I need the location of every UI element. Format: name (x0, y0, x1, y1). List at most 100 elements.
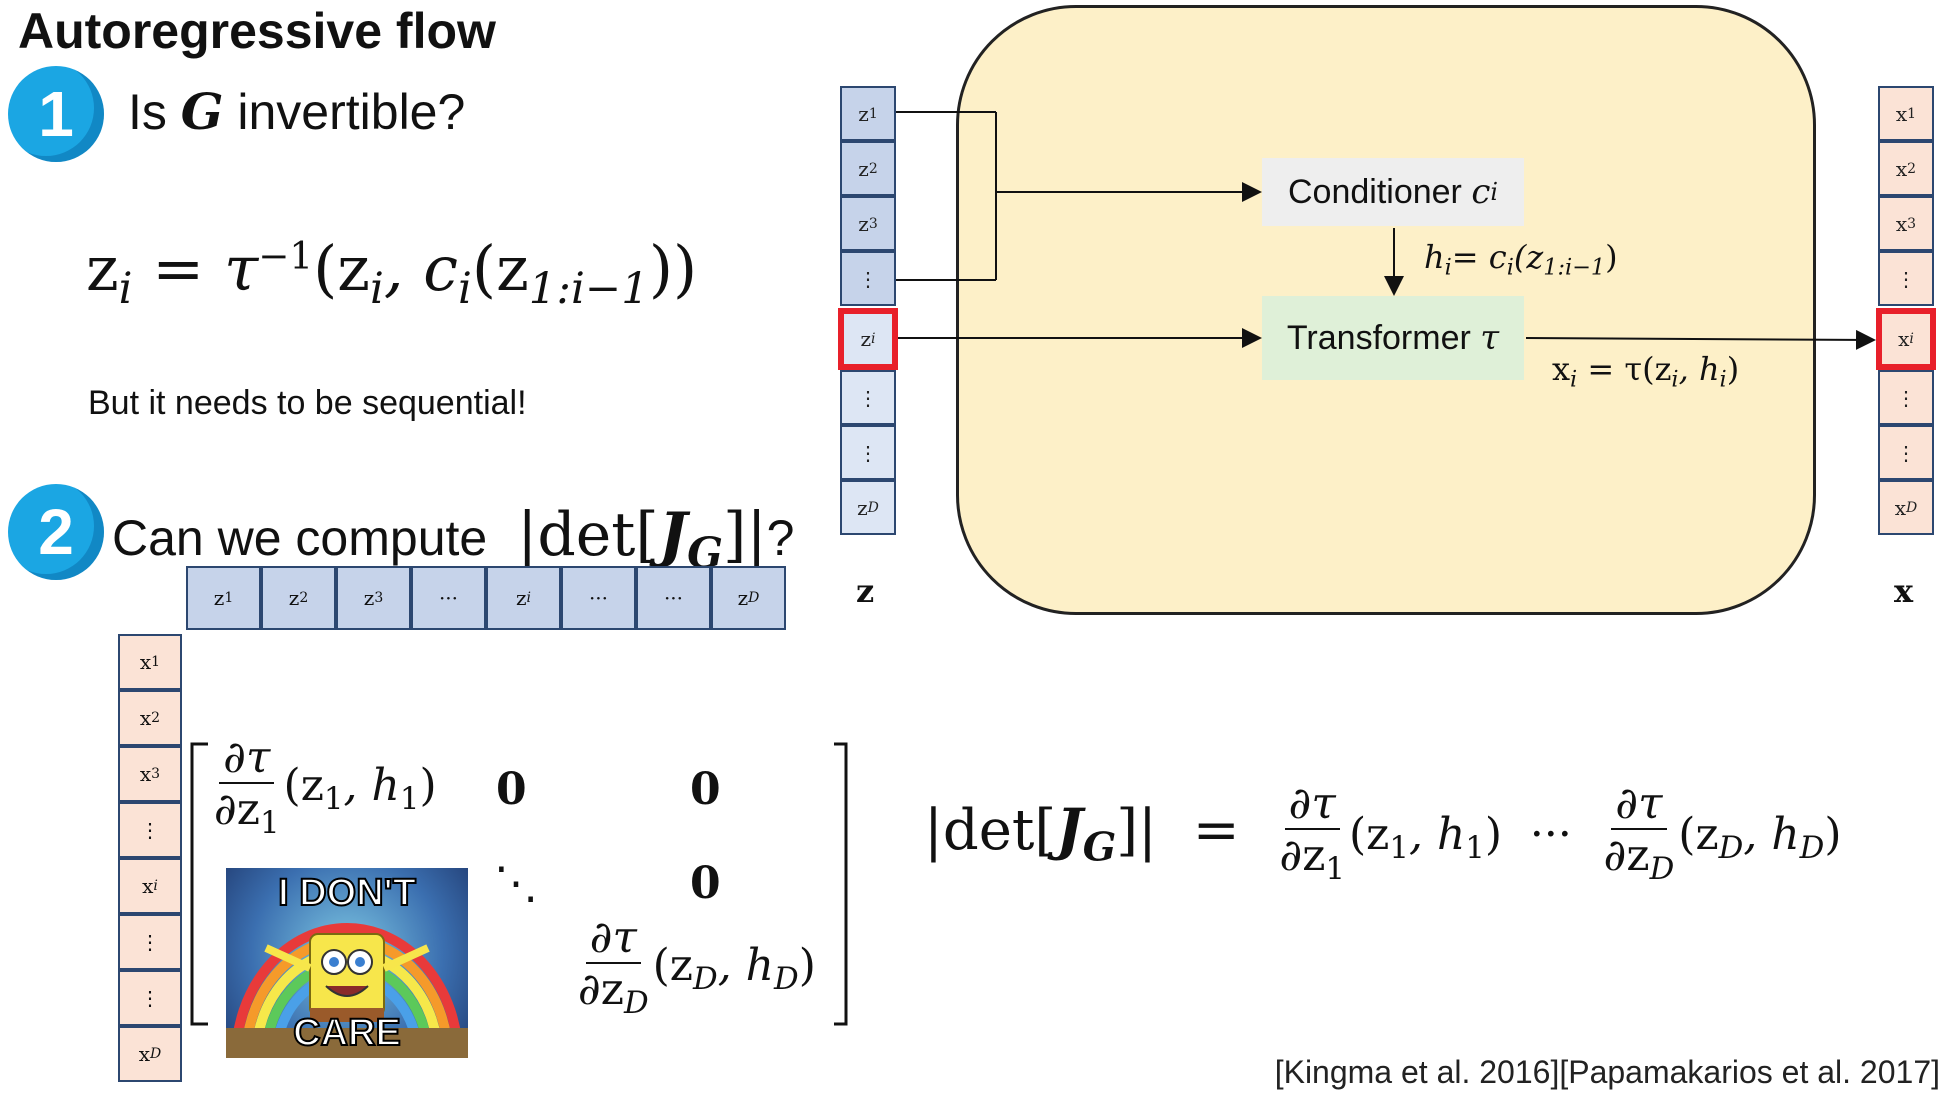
det-term-2-den: ∂zD (1600, 830, 1679, 888)
z-cell-dots-3: ⋮ (840, 425, 896, 480)
header-cell-dots-2: ··· (561, 566, 636, 630)
h-eq-c: = c (1451, 238, 1507, 276)
citation: [Kingma et al. 2016][Papamakarios et al.… (1274, 1054, 1940, 1090)
entry-11-h-sub: 1 (399, 781, 420, 818)
meme-ground (226, 1028, 468, 1058)
entry-11-arg: (z (283, 759, 324, 811)
x-cell-3-sub: 3 (1907, 215, 1917, 232)
x-cell-i-sub: i (1909, 331, 1914, 347)
meme-illustration (226, 923, 468, 1058)
det-term-1-arg: (z (1349, 808, 1390, 860)
det-term-2-close: ) (1824, 808, 1842, 860)
meme-bottom-text: CARE (292, 1011, 402, 1055)
entry-11-den-text: ∂z (214, 784, 260, 836)
x-cell-dots-1: ⋮ (1878, 251, 1934, 306)
question-2-text: Can we compute (112, 510, 488, 566)
z-cell-3-sub: 3 (868, 215, 878, 232)
row-xD-label: x (138, 1042, 151, 1066)
x-cell-i-label: x (1898, 327, 1910, 351)
formula-lhs: z (86, 232, 119, 305)
formula-c: , c (383, 232, 458, 305)
transformer-var: τ (1480, 318, 1500, 358)
det-term-2-num: ∂τ (1611, 779, 1667, 831)
row-x3-label: x (139, 762, 152, 786)
x-label: x (1894, 572, 1914, 610)
row-x1-sub: 1 (151, 654, 161, 670)
det-term-2-arg: (z (1678, 808, 1719, 860)
matrix-left-bracket (190, 742, 208, 1026)
x-eq-x-sub: i (1570, 366, 1578, 393)
formula-args: (z (313, 232, 370, 305)
entry-DD-h: , h (717, 939, 775, 991)
header-zD-sub: D (748, 590, 760, 606)
row-x2-sub: 2 (151, 710, 161, 726)
z-cell-dots-1: ⋮ (840, 251, 896, 306)
matrix-entry-11: ∂τ∂z1(z1, h1) (210, 733, 437, 843)
det-term-1-num: ∂τ (1284, 779, 1340, 831)
row-dots-3-label: ⋮ (140, 986, 160, 1010)
det-term-1-h: , h (1408, 808, 1466, 860)
row-cell-dots-1: ⋮ (118, 802, 182, 858)
formula-lhs-sub: i (118, 264, 133, 315)
formula-eq: = (152, 232, 205, 305)
sponge-arm-left (264, 944, 312, 972)
det-formula-open: |det[ (924, 797, 1057, 863)
h-equation: hi= ci(z1:i−1) (1424, 238, 1618, 281)
header-zi-label: z (515, 586, 527, 610)
question-2: Can we compute |det[JG]|? (112, 500, 794, 578)
z-cell-dots-3-label: ⋮ (858, 440, 878, 465)
transformer-label: Transformer (1286, 318, 1471, 357)
entry-11-h: , h (343, 759, 400, 811)
det-term-2-fraction: ∂τ∂zD (1600, 779, 1679, 889)
row-x3-sub: 3 (151, 766, 161, 782)
matrix-zero-13: 0 (690, 764, 721, 815)
z-cell-D-sub: D (867, 499, 879, 516)
row-cell-dots-2: ⋮ (118, 914, 182, 970)
det-term-2-den-text: ∂z (1603, 830, 1650, 882)
rainbow-red (231, 923, 463, 1058)
question-2-mark: ? (766, 510, 795, 566)
question-1-prefix: Is (128, 84, 181, 140)
header-cell-dots-3: ··· (636, 566, 711, 630)
det-close: ]| (723, 500, 767, 570)
matrix-zero-23: 0 (690, 858, 721, 909)
det-term-1-den-sub: 1 (1325, 851, 1345, 888)
header-dots-3-label: ··· (663, 586, 684, 610)
h-eq-h: h (1424, 238, 1445, 276)
header-dots-2-label: ··· (588, 586, 609, 610)
det-term-1-den-text: ∂z (1279, 830, 1326, 882)
det-term-1-close: ) (1484, 808, 1503, 860)
meme-top-text: I DON'T (277, 871, 417, 915)
z-cell-i-sub: i (871, 331, 876, 347)
question-2-det: |det[JG]| (517, 500, 767, 578)
det-formula-J-sub: G (1082, 824, 1117, 871)
x-cell-dots-1-label: ⋮ (1896, 266, 1916, 291)
z-cell-i-label: z (860, 327, 872, 351)
z-cell-dots-2-label: ⋮ (858, 385, 878, 410)
sponge-mouth (325, 985, 369, 997)
x-eq-z-sub: i (1671, 366, 1679, 393)
question-1-suffix: invertible? (223, 84, 466, 140)
header-z2-sub: 2 (299, 590, 309, 606)
entry-DD-fraction: ∂τ∂zD (574, 913, 653, 1023)
entry-DD-den: ∂zD (574, 964, 653, 1022)
conditioner-label: Conditioner (1287, 172, 1462, 211)
det-term-2-arg-sub: D (1718, 830, 1744, 867)
matrix-brackets (190, 742, 848, 1026)
matrix-ddots: ⋱ (494, 858, 538, 909)
page-title: Autoregressive flow (18, 3, 496, 59)
x-equation: xi = τ(zi, hi) (1552, 350, 1739, 393)
x-cell-3-label: x (1895, 211, 1908, 236)
det-formula-J: J (1056, 796, 1083, 863)
